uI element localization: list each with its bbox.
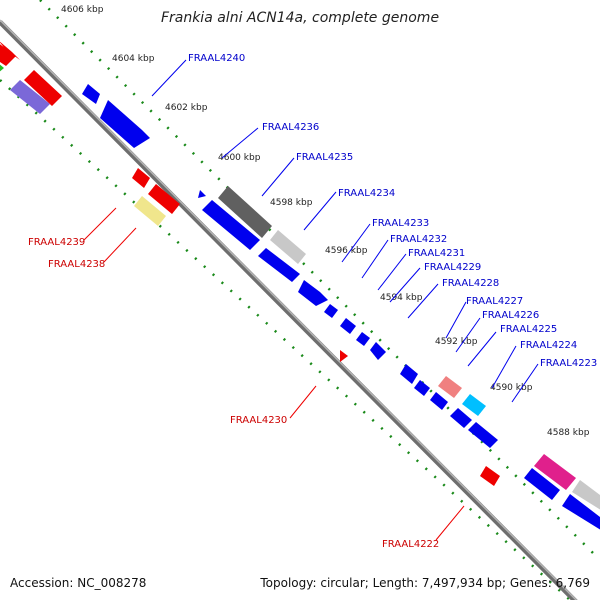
gene-label-fraal4228[interactable]: FRAAL4228 — [442, 278, 499, 289]
reverse-strand-genes — [340, 350, 348, 362]
gene-feature[interactable] — [414, 380, 430, 396]
gene-feature[interactable] — [24, 70, 62, 106]
gene-label-fraal4222[interactable]: FRAAL4222 — [382, 539, 439, 550]
gene-feature[interactable] — [370, 342, 386, 360]
gene-label-fraal4232[interactable]: FRAAL4232 — [390, 234, 447, 245]
gene-feature[interactable] — [356, 332, 370, 346]
gene-label-fraal4238[interactable]: FRAAL4238 — [48, 259, 105, 270]
gene-label-fraal4236[interactable]: FRAAL4236 — [262, 122, 319, 133]
reverse-label-leaders — [83, 207, 465, 541]
gene-label-fraal4240[interactable]: FRAAL4240 — [188, 53, 245, 64]
gene-label-fraal4223[interactable]: FRAAL4223 — [540, 358, 597, 369]
gene-feature[interactable] — [534, 454, 576, 490]
leader-line — [467, 331, 497, 367]
kbp-tick-label: 4588 kbp — [547, 428, 590, 438]
accession-text: Accession: NC_008278 — [10, 576, 146, 590]
gene-label-fraal4231[interactable]: FRAAL4231 — [408, 248, 465, 259]
kbp-tick-label: 4606 kbp — [61, 5, 104, 15]
kbp-tick-label: 4598 kbp — [270, 198, 313, 208]
gene-feature[interactable] — [480, 466, 500, 486]
gene-label-fraal4234[interactable]: FRAAL4234 — [338, 188, 395, 199]
inner-scale-line — [0, 79, 571, 600]
gene-feature[interactable] — [340, 350, 348, 362]
gene-feature[interactable] — [438, 376, 462, 398]
leader-line — [303, 191, 337, 231]
topology-summary-text: Topology: circular; Length: 7,497,934 bp… — [259, 576, 590, 590]
gene-feature[interactable] — [202, 200, 260, 250]
leader-line — [389, 267, 421, 303]
leader-line — [445, 301, 467, 339]
kbp-tick-label: 4594 kbp — [380, 293, 423, 303]
forward-label-leaders — [151, 59, 539, 403]
gene-feature[interactable] — [572, 480, 600, 512]
leader-line — [151, 59, 187, 97]
leader-line — [377, 253, 407, 291]
gene-feature[interactable] — [562, 494, 600, 532]
leader-line — [435, 505, 465, 541]
leader-line — [83, 207, 117, 241]
gene-feature[interactable] — [10, 80, 50, 114]
gene-label-fraal4225[interactable]: FRAAL4225 — [500, 324, 557, 335]
gene-feature[interactable] — [298, 280, 328, 306]
gene-label-fraal4233[interactable]: FRAAL4233 — [372, 218, 429, 229]
outer-scale-line — [39, 0, 600, 561]
kbp-ticks: 4606 kbp 4604 kbp 4602 kbp 4600 kbp 4598… — [61, 5, 590, 438]
reverse-gene-labels: FRAAL4239 FRAAL4238 FRAAL4230 FRAAL4222 — [28, 237, 439, 550]
kbp-tick-label: 4600 kbp — [218, 153, 261, 163]
gene-feature[interactable] — [258, 248, 300, 282]
backbone-line — [0, 20, 578, 600]
forward-gene-labels: FRAAL4240 FRAAL4236 FRAAL4235 FRAAL4234 … — [188, 53, 597, 369]
kbp-tick-label: 4602 kbp — [165, 103, 208, 113]
leader-line — [341, 223, 371, 263]
gene-label-fraal4239[interactable]: FRAAL4239 — [28, 237, 85, 248]
gene-feature[interactable] — [198, 190, 206, 198]
gene-feature[interactable] — [430, 392, 448, 410]
gene-feature[interactable] — [148, 184, 180, 214]
gene-feature[interactable] — [340, 318, 356, 334]
gene-label-fraal4229[interactable]: FRAAL4229 — [424, 262, 481, 273]
leader-line — [455, 317, 481, 353]
gene-feature[interactable] — [400, 364, 418, 384]
leader-line — [289, 385, 317, 419]
gene-feature[interactable] — [132, 168, 150, 188]
leader-line — [491, 345, 517, 389]
gene-feature[interactable] — [100, 100, 150, 148]
gene-feature[interactable] — [270, 230, 306, 264]
leader-line — [511, 363, 539, 403]
kbp-tick-label: 4604 kbp — [112, 54, 155, 64]
leader-line — [221, 127, 259, 159]
genome-backbone — [0, 19, 578, 600]
gene-feature[interactable] — [0, 62, 4, 74]
leader-line — [361, 239, 389, 279]
backbone-highlight — [0, 19, 578, 600]
gene-feature[interactable] — [468, 422, 498, 448]
gene-feature[interactable] — [134, 196, 166, 226]
gene-label-fraal4224[interactable]: FRAAL4224 — [520, 340, 577, 351]
leader-line — [261, 157, 295, 197]
gene-label-fraal4235[interactable]: FRAAL4235 — [296, 152, 353, 163]
gene-feature[interactable] — [462, 394, 486, 416]
kbp-tick-label: 4596 kbp — [325, 246, 368, 256]
gene-feature[interactable] — [0, 42, 16, 66]
gene-label-fraal4230[interactable]: FRAAL4230 — [230, 415, 287, 426]
gene-label-fraal4226[interactable]: FRAAL4226 — [482, 310, 539, 321]
gene-label-fraal4227[interactable]: FRAAL4227 — [466, 296, 523, 307]
kbp-tick-label: 4592 kbp — [435, 337, 478, 347]
gene-feature[interactable] — [450, 408, 472, 428]
leader-line — [103, 227, 137, 263]
gene-feature[interactable] — [218, 186, 272, 238]
gene-feature[interactable] — [524, 468, 560, 500]
forward-strand-genes — [0, 41, 600, 532]
kbp-tick-label: 4590 kbp — [490, 383, 533, 393]
gene-feature[interactable] — [82, 84, 100, 104]
gene-feature[interactable] — [324, 304, 338, 318]
map-title: Frankia alni ACN14a, complete genome — [161, 10, 439, 26]
leader-line — [407, 283, 439, 319]
